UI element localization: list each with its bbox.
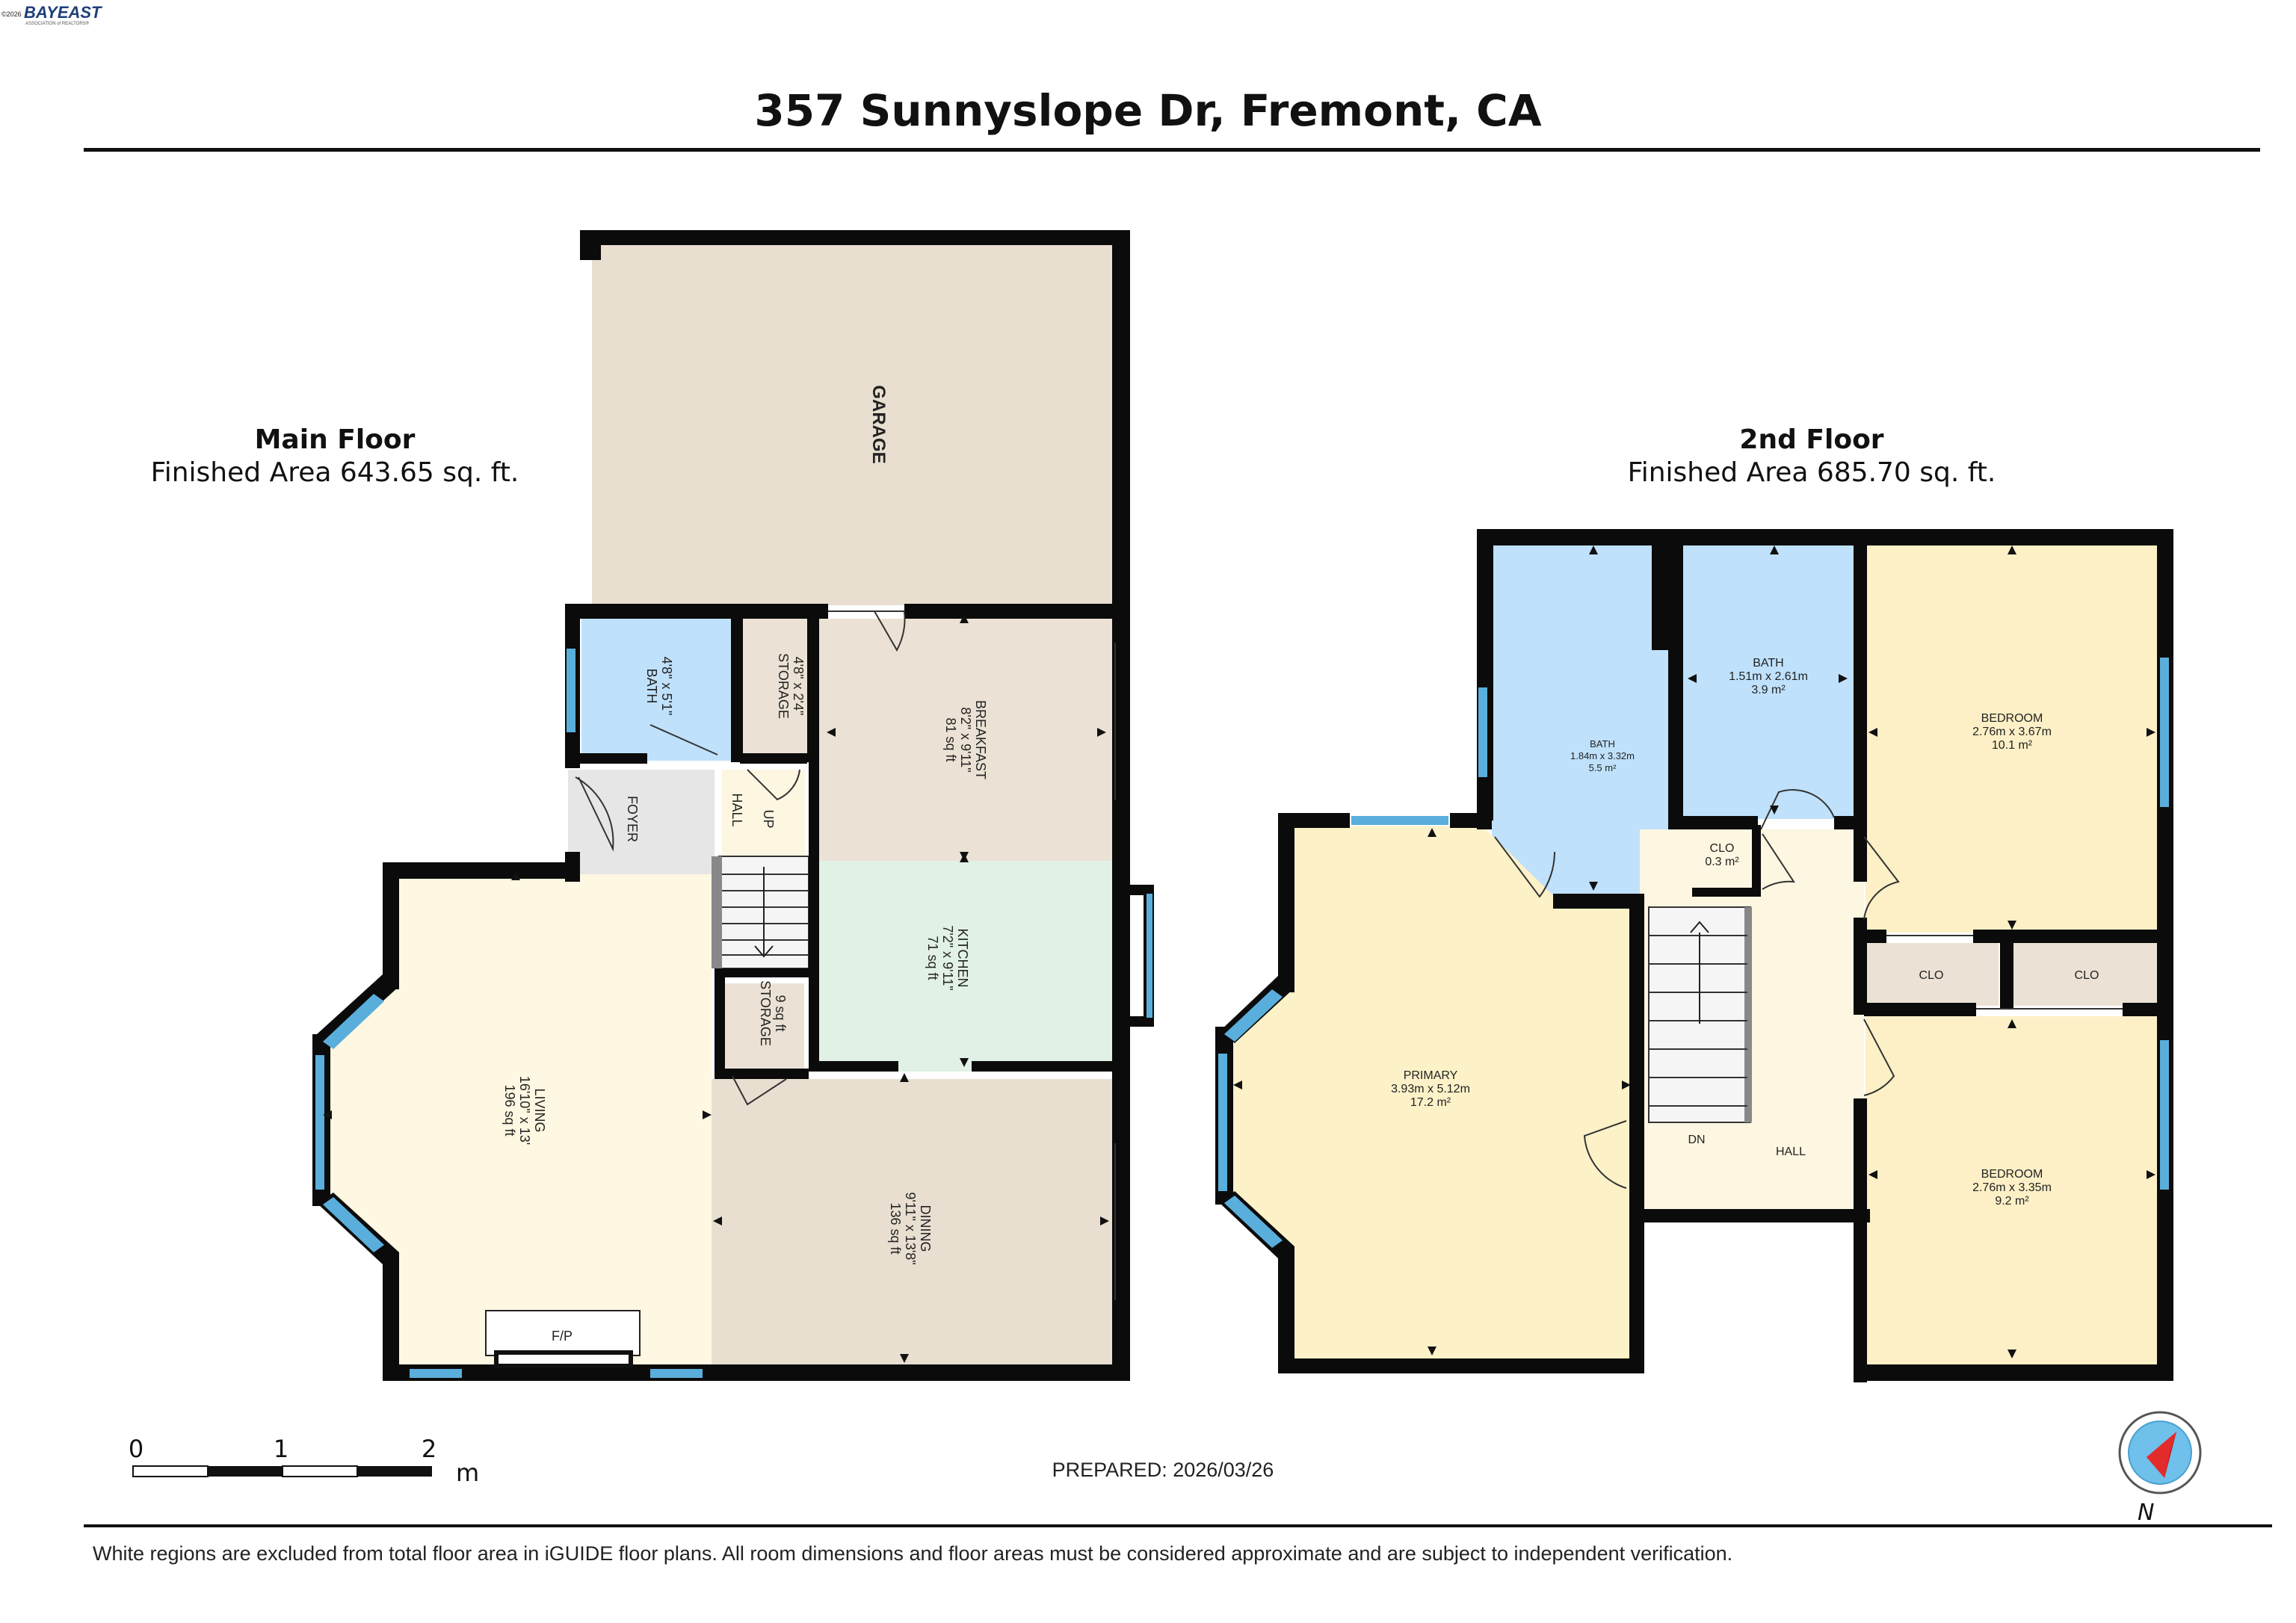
breakfast-dims: 8'2" x 9'11": [958, 707, 973, 772]
compass-north-label: N: [2138, 1500, 2154, 1526]
bedroom-2-label: BEDROOM: [1981, 1168, 2043, 1181]
bedroom-1-label: BEDROOM: [1981, 712, 2043, 725]
clo-small-area: 0.3 m²: [1705, 856, 1739, 868]
storage1-label: STORAGE: [776, 653, 791, 719]
second-bath-small-label: BATH: [1590, 738, 1615, 749]
second-bath-small-room: [1492, 544, 1668, 897]
header-rule: [84, 148, 2260, 152]
compass-icon: N: [2118, 1411, 2202, 1526]
kitchen-label: KITCHEN: [955, 928, 970, 987]
bedroom-1-area: 10.1 m²: [1992, 739, 2033, 752]
main-bath-label: BATH: [644, 669, 659, 704]
fireplace-label: F/P: [552, 1329, 573, 1344]
logo-tagline: ASSOCIATION of REALTORS®: [25, 21, 90, 26]
living-area: 196 sq ft: [502, 1084, 517, 1136]
storage1-dims: 4'8" x 2'4": [791, 657, 806, 716]
kitchen-dims: 7'2" x 9'11": [940, 925, 955, 990]
storage-room-1: [743, 619, 807, 761]
logo-text: BAYEAST: [24, 3, 102, 22]
living-room: [329, 874, 712, 1379]
kitchen-area: 71 sq ft: [925, 936, 940, 980]
main-hall-label: HALL: [729, 793, 744, 826]
bedroom-2-dims: 2.76m x 3.35m: [1972, 1181, 2052, 1194]
clo-2-label: CLO: [2075, 969, 2099, 982]
scale-unit: m: [456, 1459, 479, 1487]
scale-bar: 0 1 2 m: [129, 1435, 479, 1487]
scale-tick-2: 2: [422, 1435, 436, 1463]
second-floor-doors: [1494, 789, 2123, 1189]
second-floor-title: 2nd Floor: [1739, 424, 1883, 455]
foyer-room: [568, 770, 715, 876]
bedroom-2-room: [1866, 1016, 2158, 1364]
second-floor-windows: [1218, 658, 2169, 1248]
footer-rule: [84, 1524, 2272, 1527]
property-address: 357 Sunnyslope Dr, Fremont, CA: [754, 85, 1541, 136]
logo-prefix: ©2026: [1, 10, 22, 18]
main-stairs: [712, 856, 809, 969]
dining-dims: 9'11" x 13'8": [903, 1192, 918, 1264]
bedroom-1-dims: 2.76m x 3.67m: [1972, 726, 2052, 738]
primary-area: 17.2 m²: [1410, 1096, 1451, 1109]
bedroom-1-room: [1866, 544, 2158, 933]
second-bath-small-dims: 1.84m x 3.32m: [1570, 750, 1635, 761]
disclaimer-text: White regions are excluded from total fl…: [93, 1542, 1732, 1565]
clo-small-label: CLO: [1710, 842, 1735, 855]
second-stairs: [1648, 906, 1752, 1123]
prepared-date: PREPARED: 2026/03/26: [1052, 1459, 1274, 1481]
second-floor-area: Finished Area 685.70 sq. ft.: [1628, 457, 1996, 488]
clo-2-room: [2013, 943, 2158, 1006]
scale-tick-1: 1: [274, 1435, 288, 1463]
second-hall-label: HALL: [1776, 1146, 1806, 1158]
primary-label: PRIMARY: [1404, 1069, 1458, 1082]
main-bath-room: [581, 619, 731, 761]
second-dn-label: DN: [1688, 1134, 1705, 1146]
second-bath-label: BATH: [1753, 657, 1783, 670]
clo-1-room: [1866, 943, 1999, 1006]
storage-room-2: [725, 983, 804, 1072]
main-floor-windows: [315, 649, 1152, 1378]
breakfast-room: [819, 619, 1112, 861]
bayeast-logo: ©2026 BAYEAST ASSOCIATION of REALTORS®: [1, 3, 102, 26]
scale-tick-0: 0: [129, 1435, 144, 1463]
bedroom-2-area: 9.2 m²: [1995, 1195, 2029, 1208]
second-floor-walls: [1215, 529, 2173, 1382]
second-bath-room: [1683, 544, 1857, 819]
second-floor-plan: BATH 1.84m x 3.32m 5.5 m² BATH 1.51m x 2…: [1215, 529, 2173, 1382]
second-bath-dims: 1.51m x 2.61m: [1729, 670, 1808, 683]
second-bath-small-area: 5.5 m²: [1589, 762, 1617, 773]
main-floor-area: Finished Area 643.65 sq. ft.: [151, 457, 519, 488]
dining-area: 136 sq ft: [888, 1202, 903, 1254]
storage2-label: STORAGE: [758, 980, 773, 1046]
garage-room: [592, 245, 1112, 605]
second-dimension-arrows: [1233, 545, 2155, 1358]
fireplace: F/P: [485, 1310, 641, 1368]
dining-room: [712, 1079, 1112, 1379]
kitchen-room: [819, 861, 1112, 1072]
main-dimension-arrows: [323, 614, 1109, 1363]
garage-label: GARAGE: [868, 385, 889, 463]
primary-dims: 3.93m x 5.12m: [1391, 1083, 1470, 1095]
main-floor-doors: [575, 610, 1116, 1300]
main-bath-dims: 4'8" x 5'1": [659, 657, 674, 716]
breakfast-label: BREAKFAST: [973, 700, 988, 779]
dining-label: DINING: [918, 1205, 933, 1252]
primary-room: [1232, 826, 1637, 1361]
breakfast-area: 81 sq ft: [943, 717, 958, 761]
clo-1-label: CLO: [1919, 969, 1944, 982]
foyer-label: FOYER: [625, 796, 640, 842]
second-bath-area: 3.9 m²: [1751, 684, 1786, 696]
living-dims: 16'10" x 13': [517, 1076, 532, 1145]
main-floor-title: Main Floor: [255, 424, 416, 455]
main-up-label: UP: [761, 809, 776, 828]
main-floor-plan: F/P GARAGE BATH 4'8" x 5'1" STORAGE 4'8"…: [312, 230, 1154, 1381]
storage2-area: 9 sq ft: [773, 995, 788, 1031]
living-label: LIVING: [532, 1088, 547, 1132]
